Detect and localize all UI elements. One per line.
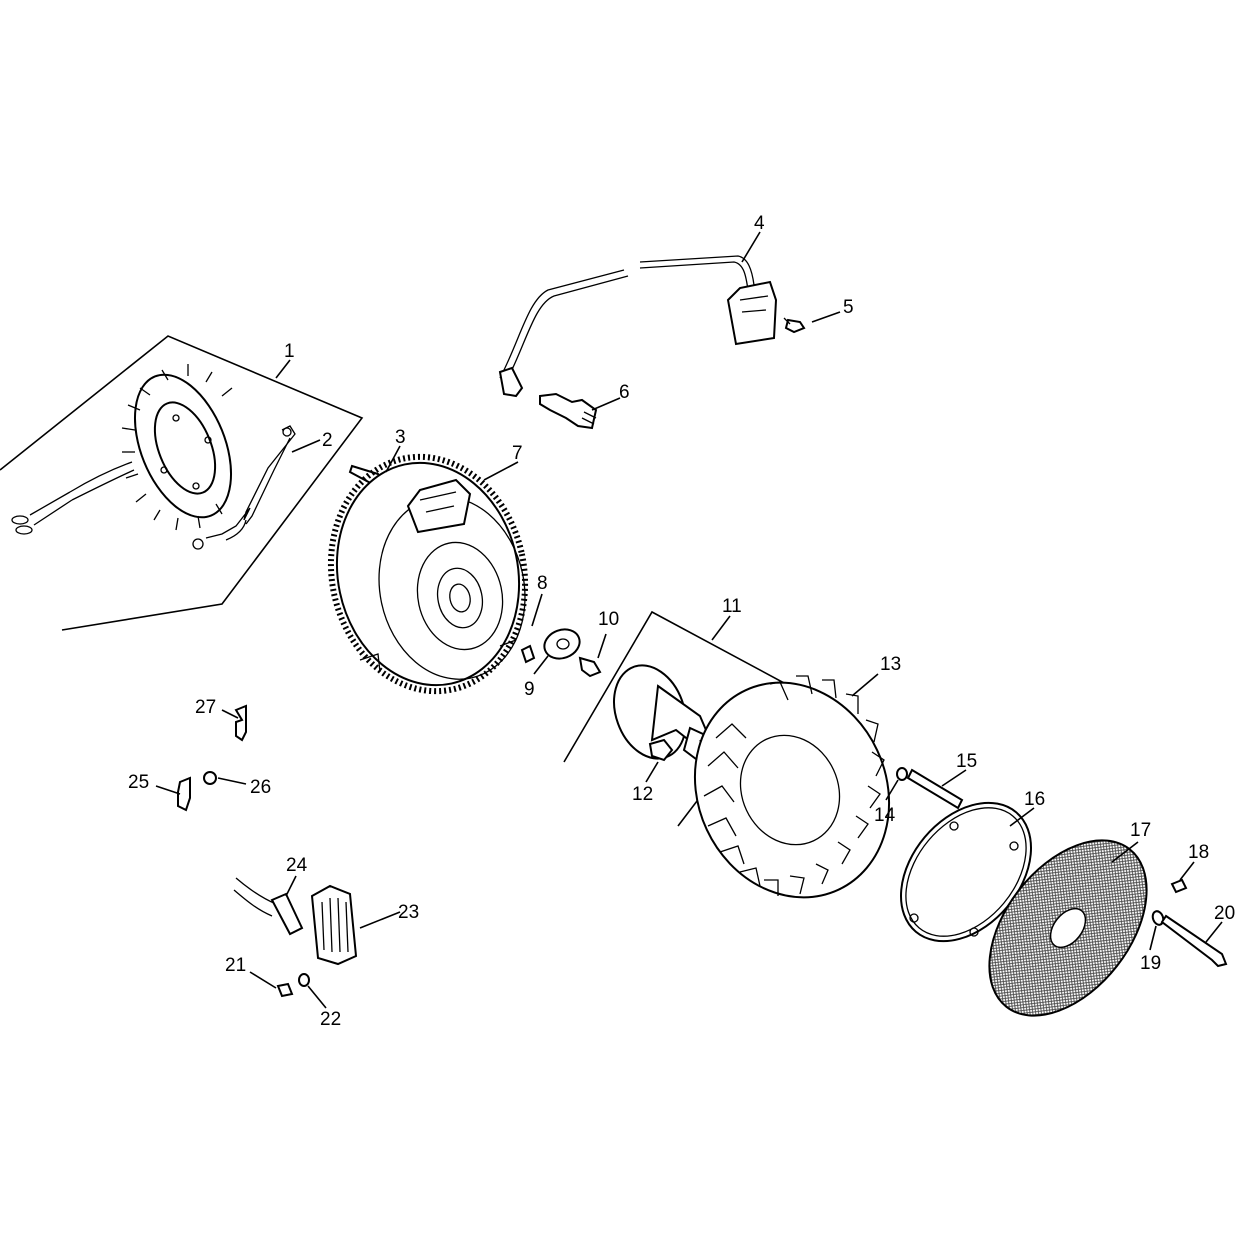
callout-22: 22 (320, 1009, 341, 1030)
callout-7: 7 (512, 443, 523, 464)
callout-11: 11 (722, 596, 742, 617)
callout-17: 17 (1130, 820, 1151, 841)
key (520, 644, 536, 664)
adapter-bolt (648, 738, 674, 762)
stator (11, 364, 233, 535)
callout-19: 19 (1140, 953, 1161, 974)
adapter-screw (578, 656, 602, 678)
washer (543, 628, 581, 660)
callout-6: 6 (619, 382, 630, 403)
spark-plug (539, 392, 598, 430)
screen-washer (1151, 910, 1165, 926)
callout-15: 15 (956, 751, 977, 772)
ground-lead (192, 425, 296, 550)
callout-12: 12 (632, 784, 653, 805)
callout-10: 10 (598, 609, 619, 630)
callout-18: 18 (1188, 842, 1209, 863)
ignition-coil (498, 255, 778, 398)
screw-21 (276, 982, 294, 998)
callout-21: 21 (225, 955, 246, 976)
callout-27: 27 (195, 697, 216, 718)
callout-2: 2 (322, 430, 333, 451)
washer-22 (298, 973, 310, 987)
callout-25: 25 (128, 772, 149, 793)
harness-connector (233, 877, 304, 936)
cooling-fan (693, 675, 891, 899)
callout-3: 3 (395, 427, 406, 448)
bracket-25 (177, 776, 191, 812)
callout-13: 13 (880, 654, 901, 675)
nut-26 (203, 771, 217, 785)
pin (906, 768, 964, 810)
callout-14: 14 (874, 805, 896, 826)
bracket-27 (234, 704, 247, 742)
callout-24: 24 (286, 855, 308, 876)
screen-nut (1170, 878, 1188, 894)
rotating-screen (988, 839, 1148, 1017)
callout-23: 23 (398, 902, 419, 923)
coil-screw (783, 317, 806, 334)
rectifier-regulator (310, 884, 358, 966)
callout-26: 26 (250, 777, 271, 798)
callout-labels: 1 2 3 4 5 6 7 8 9 10 11 12 13 14 15 16 1… (128, 213, 1235, 1030)
stator-group-outline (0, 335, 364, 631)
pin-washer (896, 767, 908, 781)
callout-4: 4 (754, 213, 765, 234)
callout-8: 8 (537, 573, 548, 594)
callout-20: 20 (1214, 903, 1235, 924)
callout-9: 9 (524, 679, 535, 700)
flywheel (327, 453, 529, 695)
leader-lines (155, 231, 1223, 1009)
screen-bolt (1160, 914, 1228, 968)
callout-5: 5 (843, 297, 854, 318)
gasket-ring (900, 801, 1032, 943)
callout-16: 16 (1024, 789, 1045, 810)
callout-1: 1 (284, 341, 295, 362)
